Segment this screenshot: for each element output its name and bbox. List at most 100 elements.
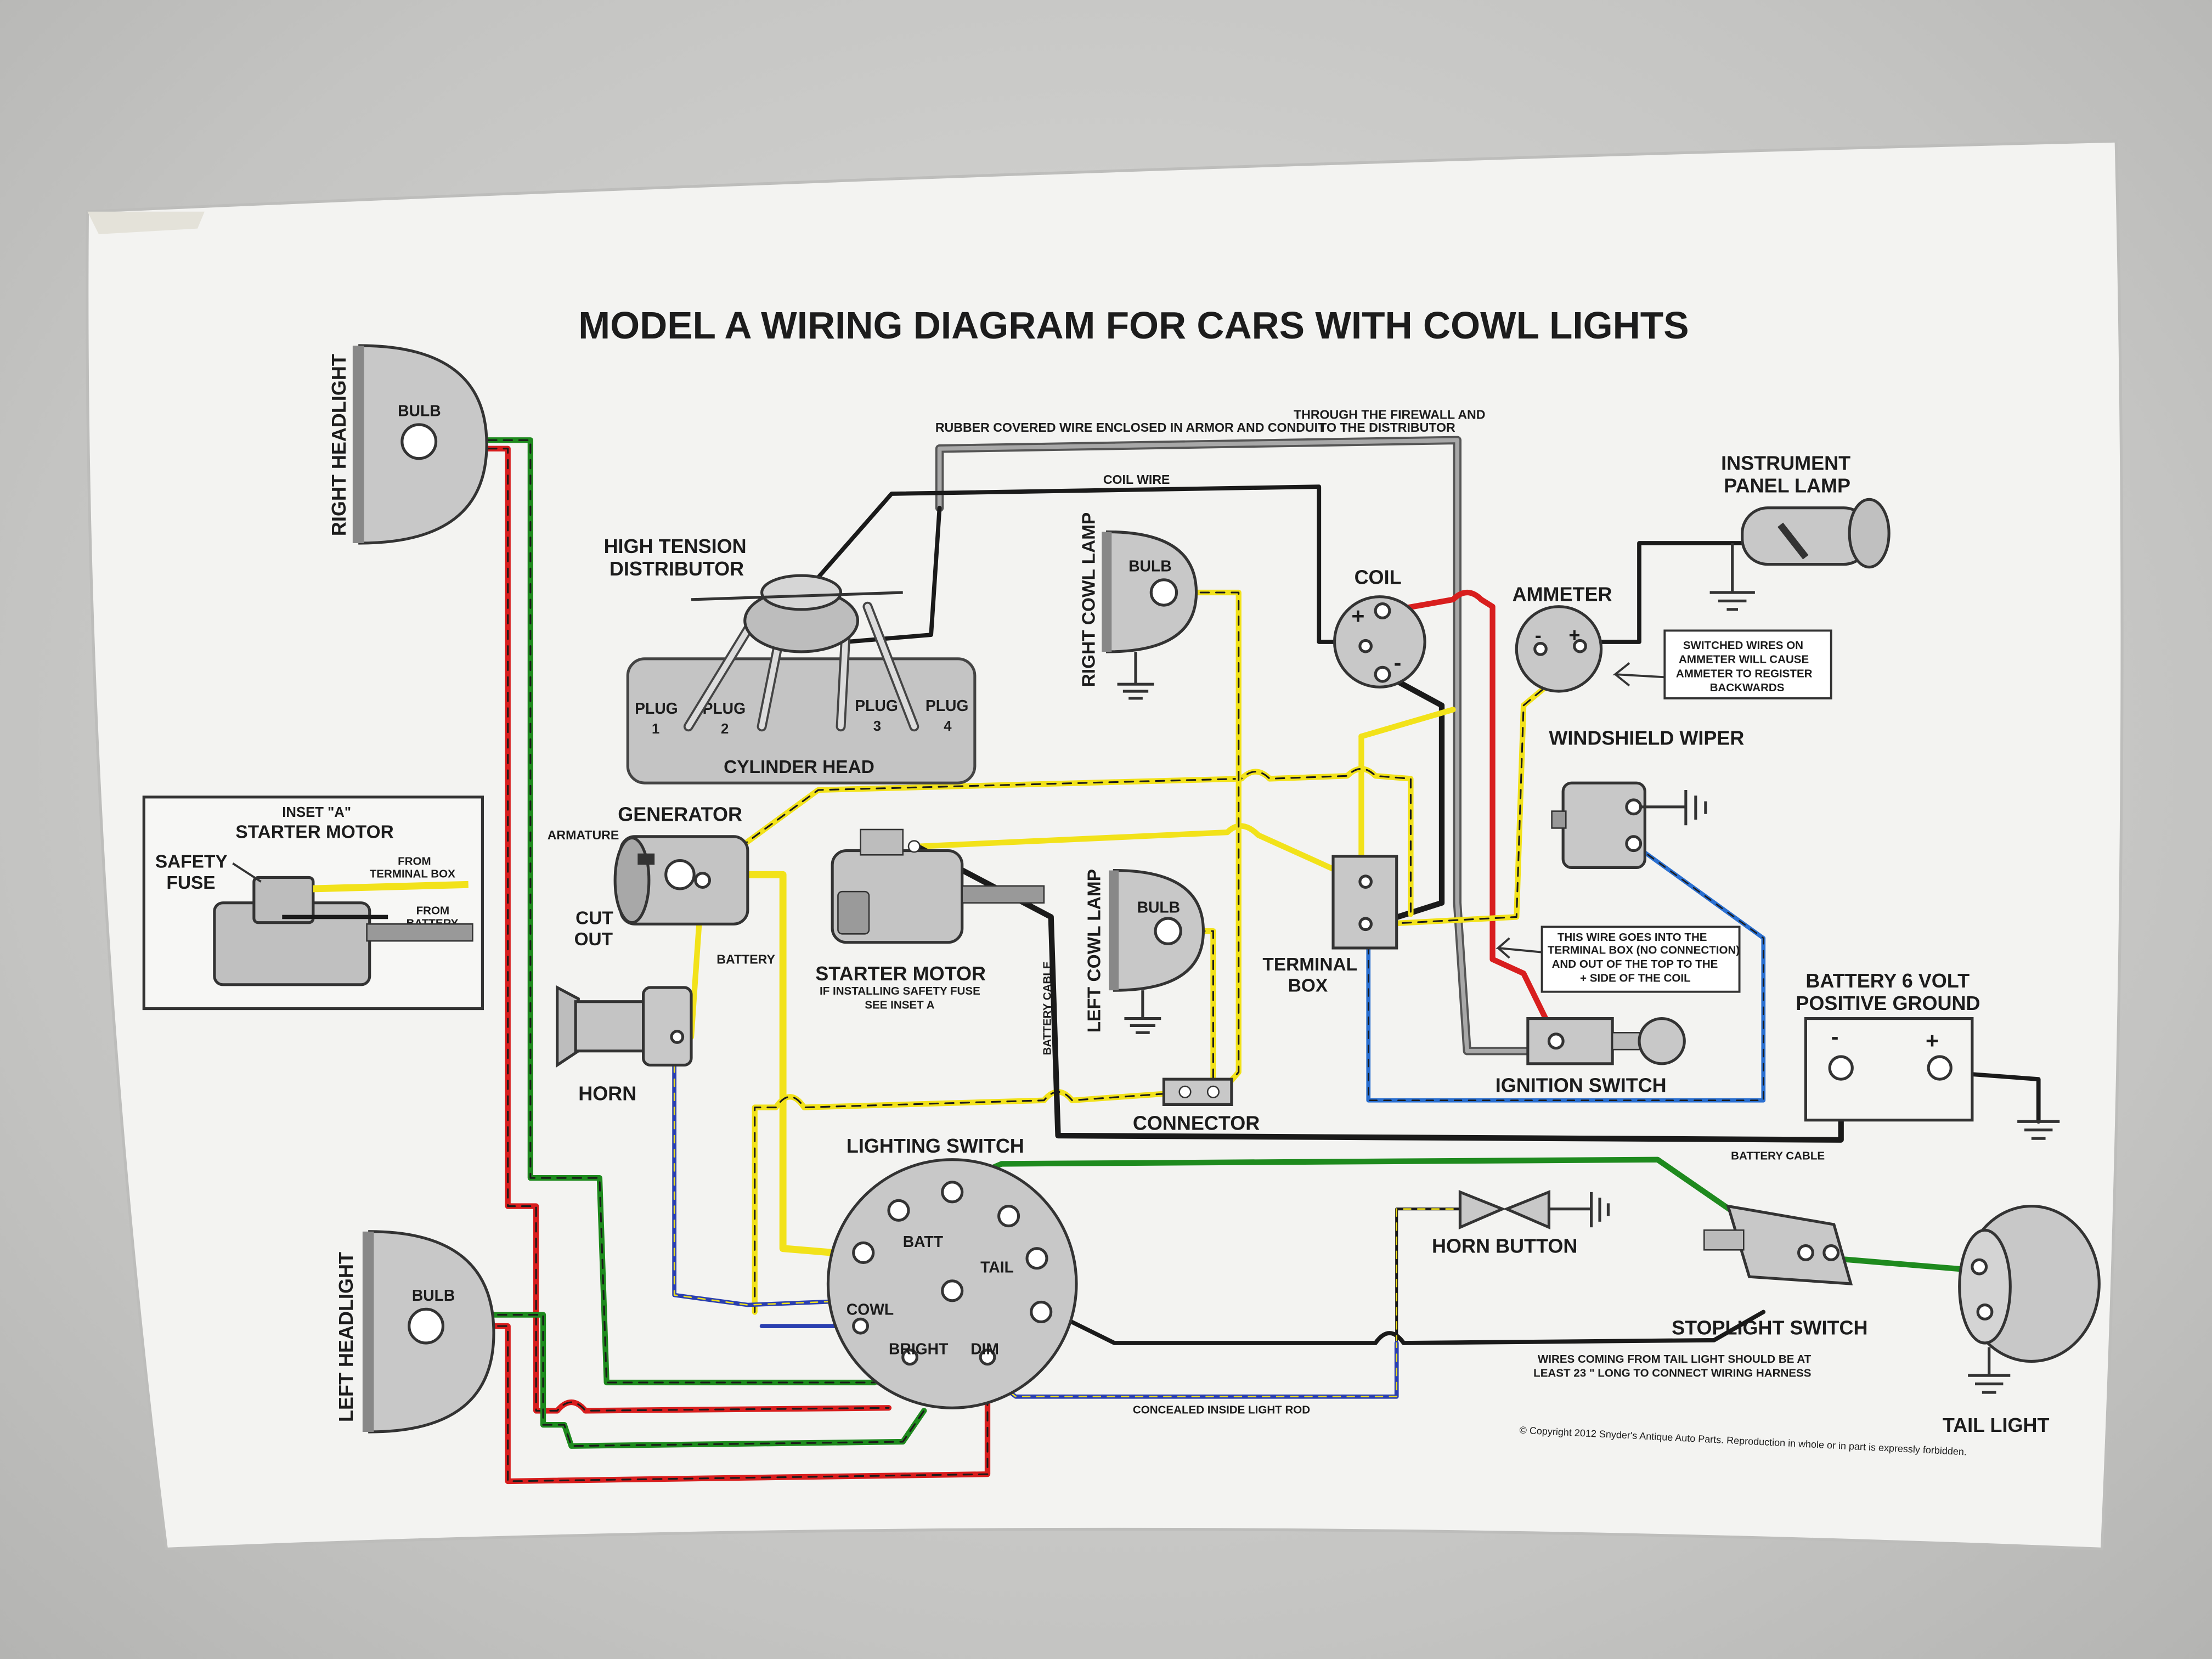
stoplight-switch-label: STOPLIGHT SWITCH bbox=[1672, 1317, 1867, 1339]
tail-note-1: WIRES COMING FROM TAIL LIGHT SHOULD BE A… bbox=[1538, 1353, 1812, 1365]
labels-starter-note-1: IF INSTALLING SAFETY FUSE bbox=[820, 985, 980, 997]
labels-armature: ARMATURE bbox=[548, 828, 619, 842]
terminal-box-note: THIS WIRE GOES INTO THE TERMINAL BOX (NO… bbox=[1496, 926, 1741, 993]
distributor-feed-wire bbox=[844, 505, 942, 644]
labels-safety-fuse-2: FUSE bbox=[166, 873, 215, 893]
svg-text:+: + bbox=[1351, 603, 1364, 629]
paper-sheet bbox=[86, 139, 2124, 1551]
horn-button-label: HORN BUTTON bbox=[1432, 1234, 1577, 1257]
ammeter: - + AMMETER bbox=[1513, 583, 1612, 693]
labels-from-terminal-2: TERMINAL BOX bbox=[370, 867, 455, 880]
yellow-wire-starter bbox=[914, 823, 1364, 885]
labels-bright: BRIGHT bbox=[889, 1340, 948, 1358]
left-headlight-label: LEFT HEADLIGHT bbox=[335, 1252, 357, 1422]
stoplight-switch: STOPLIGHT SWITCH bbox=[1672, 1204, 1867, 1339]
labels-plug: PLUG bbox=[926, 697, 969, 714]
labels-terminal-note-2: AND OUT OF THE TOP TO THE bbox=[1552, 958, 1718, 970]
firewall-label-2: TO THE DISTRIBUTOR bbox=[1319, 420, 1455, 435]
high-tension-distributor: HIGH TENSION DISTRIBUTOR bbox=[604, 535, 919, 732]
starter-motor: STARTER MOTOR IF INSTALLING SAFETY FUSE … bbox=[815, 828, 1045, 1012]
labels-ammeter-note-0: SWITCHED WIRES ON bbox=[1683, 639, 1803, 652]
instrument-panel-lamp: INSTRUMENT PANEL LAMP bbox=[1709, 452, 1891, 611]
labels-tail: TAIL bbox=[980, 1258, 1014, 1276]
battery-cable-label-vertical: BATTERY CABLE bbox=[1041, 961, 1054, 1055]
left-cowl-lamp: BULB LEFT COWL LAMP bbox=[1085, 868, 1205, 1034]
labels-batt: BATT bbox=[903, 1233, 943, 1250]
tail-black-wire bbox=[992, 1282, 1766, 1345]
labels-plug-2: 2 bbox=[721, 721, 729, 737]
battery-ground-wire bbox=[1942, 1070, 2041, 1124]
cylinder-head: CYLINDER HEAD PLUG 1 PLUG 2 PLUG 3 PLUG … bbox=[626, 657, 977, 785]
rubber-wire-label: RUBBER COVERED WIRE ENCLOSED IN ARMOR AN… bbox=[935, 420, 1325, 435]
yellow-wire-coil-terminal bbox=[1358, 707, 1456, 740]
labels-from-terminal-1: FROM bbox=[398, 855, 431, 867]
labels-ammeter-note-1: AMMETER WILL CAUSE bbox=[1679, 653, 1809, 666]
starter-motor-label: STARTER MOTOR bbox=[815, 962, 986, 985]
labels-dim: DIM bbox=[970, 1340, 999, 1358]
terminal-box: TERMINAL BOX bbox=[1262, 855, 1398, 996]
wires bbox=[448, 436, 2041, 1485]
labels-instrument-1: INSTRUMENT bbox=[1721, 452, 1850, 474]
labels-bulb: BULB bbox=[1137, 899, 1181, 916]
right-cowl-lamp-label: RIGHT COWL LAMP bbox=[1079, 512, 1099, 687]
cylinder-head-label: CYLINDER HEAD bbox=[724, 757, 874, 777]
labels-plug-4: 4 bbox=[944, 719, 952, 734]
svg-text:-: - bbox=[1535, 624, 1542, 646]
left-cowl-lamp-label: LEFT COWL LAMP bbox=[1085, 869, 1105, 1032]
distributor-label-2: DISTRIBUTOR bbox=[610, 557, 744, 580]
labels-plug-3: 3 bbox=[873, 719, 881, 734]
svg-text:-: - bbox=[1831, 1024, 1839, 1049]
windshield-wiper: WINDSHIELD WIPER bbox=[1549, 727, 1744, 870]
torn-corner bbox=[87, 211, 205, 234]
labels-terminal-note-1: TERMINAL BOX (NO CONNECTION) bbox=[1548, 944, 1740, 956]
horn-label: HORN bbox=[578, 1082, 636, 1105]
inset-a: INSET "A" STARTER MOTOR SAFETY FUSE FROM… bbox=[142, 795, 484, 1011]
horn-button: HORN BUTTON bbox=[1432, 1190, 1610, 1257]
right-headlight-label: RIGHT HEADLIGHT bbox=[328, 354, 350, 536]
tail-note-2: LEAST 23 " LONG TO CONNECT WIRING HARNES… bbox=[1533, 1367, 1811, 1380]
concealed-label: CONCEALED INSIDE LIGHT ROD bbox=[1133, 1404, 1310, 1417]
diagram-title: MODEL A WIRING DIAGRAM FOR CARS WITH COW… bbox=[578, 304, 1689, 347]
labels-inset-a: INSET "A" bbox=[282, 805, 351, 820]
labels-from-battery-1: FROM bbox=[416, 904, 450, 917]
labels-instrument-2: PANEL LAMP bbox=[1724, 474, 1850, 496]
labels-battery-6v-2: POSITIVE GROUND bbox=[1796, 992, 1980, 1014]
labels-terminal-box-1: TERMINAL bbox=[1262, 955, 1357, 975]
labels-plug: PLUG bbox=[855, 697, 898, 714]
labels-battery: BATTERY bbox=[716, 952, 775, 966]
labels-starter-note-2: SEE INSET A bbox=[865, 999, 934, 1012]
generator: GENERATOR ARMATURE CUT OUT BATTERY bbox=[548, 803, 776, 967]
labels-plug: PLUG bbox=[703, 699, 746, 717]
connector: CONNECTOR bbox=[1133, 1077, 1260, 1135]
svg-text:-: - bbox=[1394, 650, 1402, 675]
distributor-label-1: HIGH TENSION bbox=[604, 535, 747, 557]
lighting-switch-label: LIGHTING SWITCH bbox=[847, 1135, 1024, 1157]
tail-light-label: TAIL LIGHT bbox=[1943, 1414, 2050, 1436]
battery-cable-label: BATTERY CABLE bbox=[1731, 1150, 1825, 1163]
firewall-label-1: THROUGH THE FIREWALL AND bbox=[1294, 408, 1485, 422]
labels-cut-out-1: CUT bbox=[575, 908, 613, 928]
labels-cut-out-2: OUT bbox=[574, 929, 613, 950]
labels-terminal-box-2: BOX bbox=[1288, 976, 1328, 996]
labels-plug-1: 1 bbox=[652, 721, 659, 737]
labels-terminal-note-0: THIS WIRE GOES INTO THE bbox=[1558, 931, 1707, 944]
coil: + - COIL bbox=[1333, 566, 1426, 689]
ignition-switch-label: IGNITION SWITCH bbox=[1496, 1074, 1667, 1096]
labels-safety-fuse-1: SAFETY bbox=[155, 851, 228, 872]
ammeter-note: SWITCHED WIRES ON AMMETER WILL CAUSE AMM… bbox=[1612, 629, 1832, 699]
labels-terminal-note-3: + SIDE OF THE COIL bbox=[1580, 972, 1691, 985]
svg-text:+: + bbox=[1568, 624, 1580, 646]
labels-ammeter-note-2: AMMETER TO REGISTER bbox=[1676, 667, 1813, 680]
instrument-lamp-wire bbox=[1578, 541, 1745, 644]
right-headlight: BULB RIGHT HEADLIGHT bbox=[328, 344, 488, 545]
connector-label: CONNECTOR bbox=[1133, 1112, 1260, 1135]
coil-wire-label: COIL WIRE bbox=[1103, 472, 1170, 487]
ignition-red-wire bbox=[1386, 590, 1558, 1040]
horn: HORN bbox=[556, 985, 693, 1105]
labels-bulb: BULB bbox=[1128, 557, 1172, 574]
labels-cowl: COWL bbox=[847, 1301, 894, 1318]
ammeter-label: AMMETER bbox=[1513, 583, 1612, 605]
labels-starter-motor: STARTER MOTOR bbox=[235, 822, 393, 842]
svg-text:+: + bbox=[1926, 1028, 1939, 1053]
